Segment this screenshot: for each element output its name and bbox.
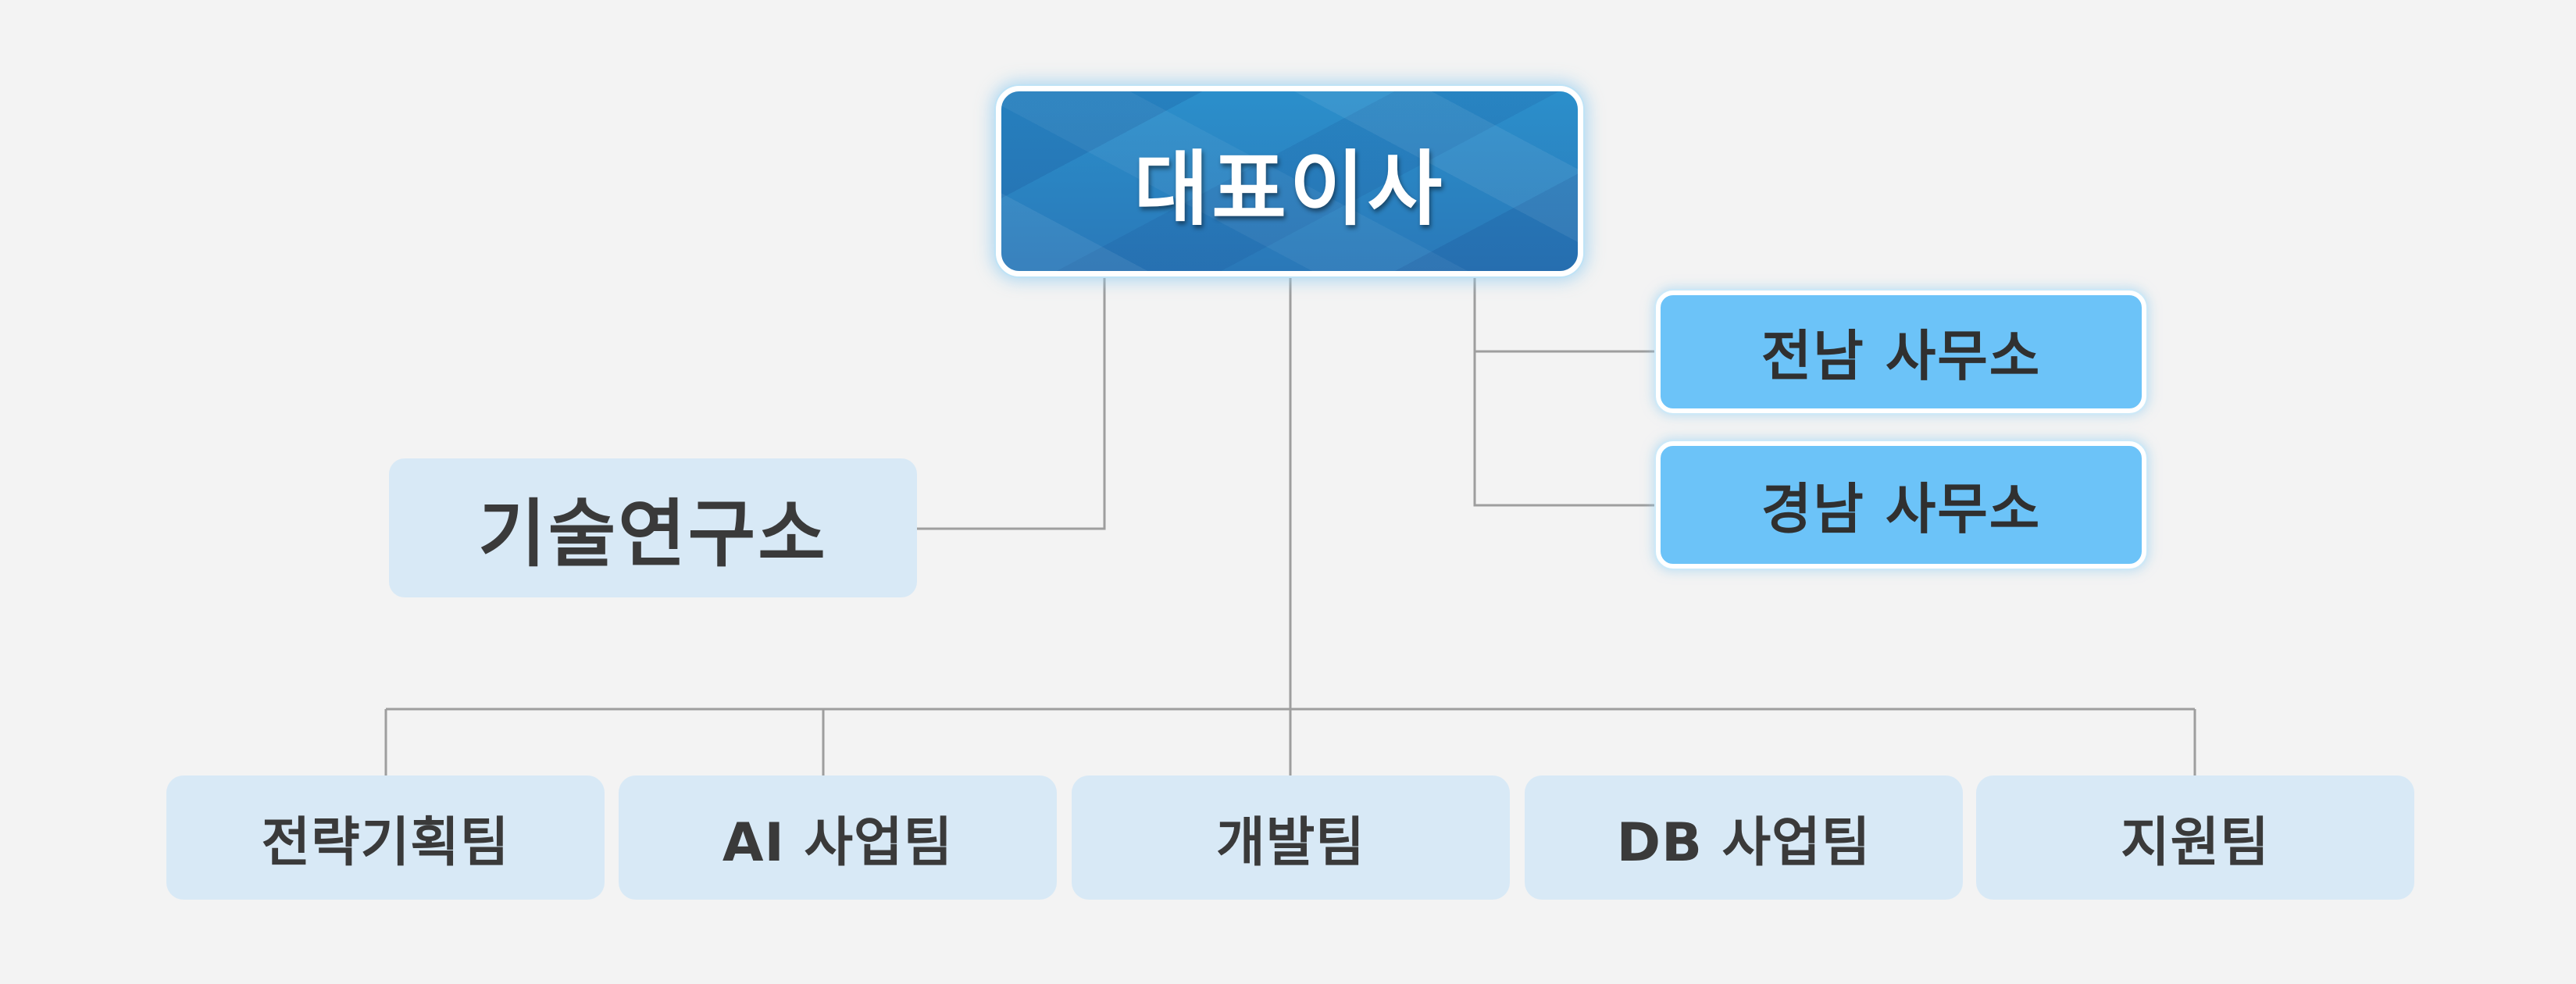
lab-label: 기술연구소 <box>478 492 828 577</box>
team-label-development: 개발팀 <box>1216 812 1365 874</box>
team-box-development: 개발팀 <box>1072 775 1510 900</box>
ceo-label: 대표이사 <box>1133 141 1446 237</box>
office-box-gyeongnam: 경남 사무소 <box>1656 441 2146 569</box>
office-label-jeonnam: 전남 사무소 <box>1761 324 2042 388</box>
team-label-strategy: 전략기획팀 <box>261 812 510 874</box>
connector-ceo-to-offices <box>1473 276 1656 507</box>
team-box-support: 지원팀 <box>1976 775 2414 900</box>
lab-box: 기술연구소 <box>389 458 917 597</box>
team-box-db-business: DB 사업팀 <box>1525 775 1963 900</box>
office-box-jeonnam: 전남 사무소 <box>1656 291 2146 413</box>
connector-ceo-to-lab <box>917 276 1106 530</box>
team-label-db-business: DB 사업팀 <box>1616 812 1871 874</box>
team-box-strategy: 전략기획팀 <box>166 775 605 900</box>
office-label-gyeongnam: 경남 사무소 <box>1761 477 2042 541</box>
connector-team-bus <box>384 708 2196 775</box>
ceo-box: 대표이사 <box>996 86 1583 276</box>
team-box-ai-business: AI 사업팀 <box>619 775 1057 900</box>
team-label-ai-business: AI 사업팀 <box>722 812 954 874</box>
team-label-support: 지원팀 <box>2121 812 2270 874</box>
